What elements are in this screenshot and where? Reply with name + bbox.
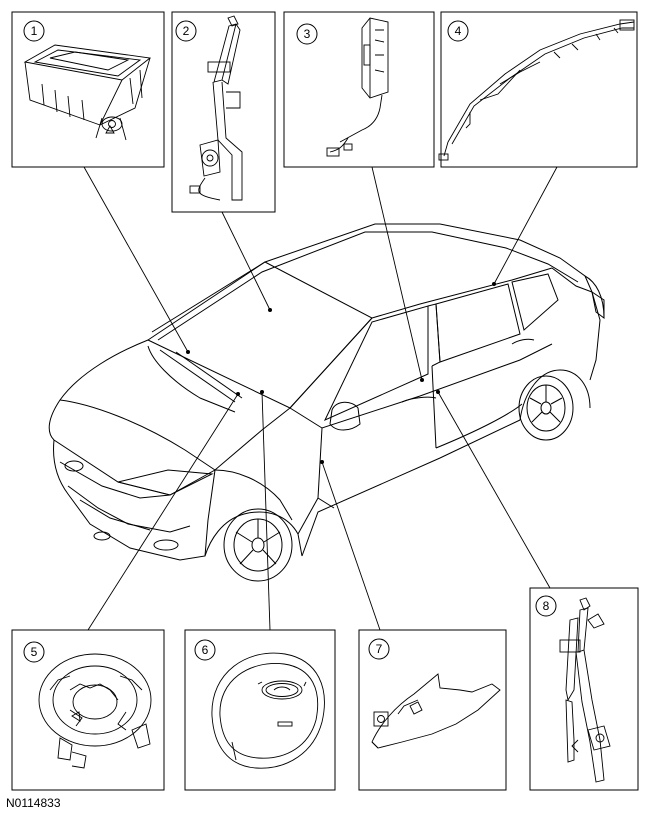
curtain-airbag xyxy=(438,19,635,161)
side-mirror xyxy=(329,401,361,431)
leader-lines xyxy=(83,166,558,631)
driver-airbag xyxy=(211,652,325,769)
front-seatbelt-retractor xyxy=(189,15,243,201)
side-airbag-module xyxy=(326,17,389,157)
leader-endpoints xyxy=(186,282,496,464)
fog-lamp xyxy=(153,539,179,551)
grille xyxy=(67,485,191,533)
callout-8-circle xyxy=(535,595,557,617)
callout-6-circle xyxy=(194,639,216,661)
door-handle xyxy=(401,396,437,403)
panel-2-frame xyxy=(171,11,276,213)
hood xyxy=(48,339,291,496)
callout-2-number: 2 xyxy=(183,24,190,38)
rear-seatbelt-retractor xyxy=(559,597,611,783)
front-bumper xyxy=(53,439,216,561)
wiper xyxy=(159,349,236,403)
rear-wheel xyxy=(518,375,574,441)
callout-circles xyxy=(23,20,557,663)
callout-5-number: 5 xyxy=(31,645,38,659)
callout-7-circle xyxy=(368,638,390,660)
quarter-window xyxy=(511,273,559,331)
panel-6-frame xyxy=(184,629,336,791)
tail-lamp xyxy=(591,290,605,319)
callout-4-number: 4 xyxy=(455,24,462,38)
panel-8-frame xyxy=(529,587,639,791)
front-wheel xyxy=(223,508,293,582)
callout-1-number: 1 xyxy=(31,24,38,38)
rear-door-window xyxy=(435,283,521,363)
callout-3-number: 3 xyxy=(304,27,311,41)
callout-1-circle xyxy=(23,20,45,42)
callout-5-circle xyxy=(23,641,45,663)
panel-3-frame xyxy=(283,11,435,168)
panel-1-frame xyxy=(11,11,165,168)
panel-7-frame xyxy=(358,629,507,791)
passenger-airbag-module xyxy=(23,44,152,141)
panel-4-frame xyxy=(440,11,638,168)
callout-8-number: 8 xyxy=(543,599,550,613)
ford-badge xyxy=(64,460,84,472)
vehicle-outline xyxy=(48,223,605,582)
clockspring xyxy=(38,653,152,769)
headlamp xyxy=(117,469,214,496)
callout-3-circle xyxy=(296,23,318,45)
trim-panel xyxy=(371,673,501,749)
figure-reference-code: N0114833 xyxy=(6,796,61,810)
callout-7-number: 7 xyxy=(376,642,383,656)
callout-6-number: 6 xyxy=(202,643,209,657)
callout-4-circle xyxy=(447,20,469,42)
callout-2-circle xyxy=(175,20,197,42)
